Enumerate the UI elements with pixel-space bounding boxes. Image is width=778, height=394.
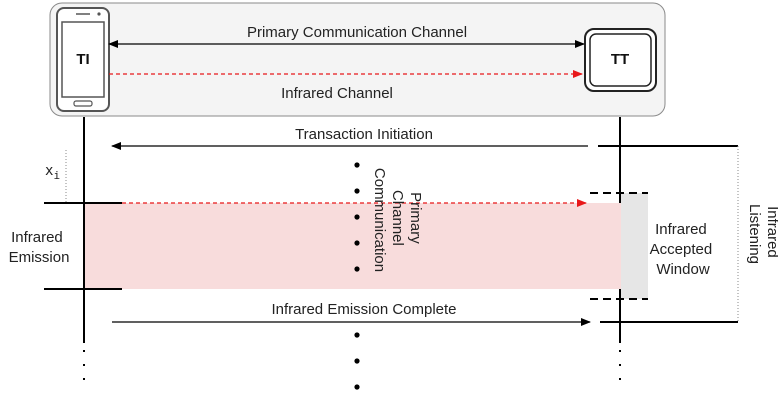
xi-sub: i <box>53 169 60 182</box>
ti-phone-icon <box>56 7 110 112</box>
continuation-dots <box>354 332 360 390</box>
primary-channel-label: Primary Communication Channel <box>247 24 467 41</box>
tt-label: TT <box>611 51 629 68</box>
emission-complete-label: Infrared Emission Complete <box>271 301 456 318</box>
ti-label: TI <box>76 51 89 68</box>
infrared-accepted-window-label: Infrared Accepted Window <box>650 221 717 278</box>
infrared-listening-label: Infrared Listening <box>746 204 778 264</box>
device-container-box <box>49 2 666 117</box>
infrared-channel-label: Infrared Channel <box>281 85 393 102</box>
infrared-accepted-window <box>621 193 648 299</box>
primary-channel-dots <box>354 162 360 272</box>
primary-channel-communication-label: Primary Channel Communication <box>371 168 424 272</box>
tt-terminal-icon <box>584 28 657 92</box>
xi-label: xi <box>45 163 60 182</box>
infrared-emission-label: Infrared Emission <box>9 229 70 266</box>
infrared-emission-region <box>85 203 621 289</box>
xi-base: x <box>45 163 53 179</box>
transaction-initiation-label: Transaction Initiation <box>295 126 433 143</box>
